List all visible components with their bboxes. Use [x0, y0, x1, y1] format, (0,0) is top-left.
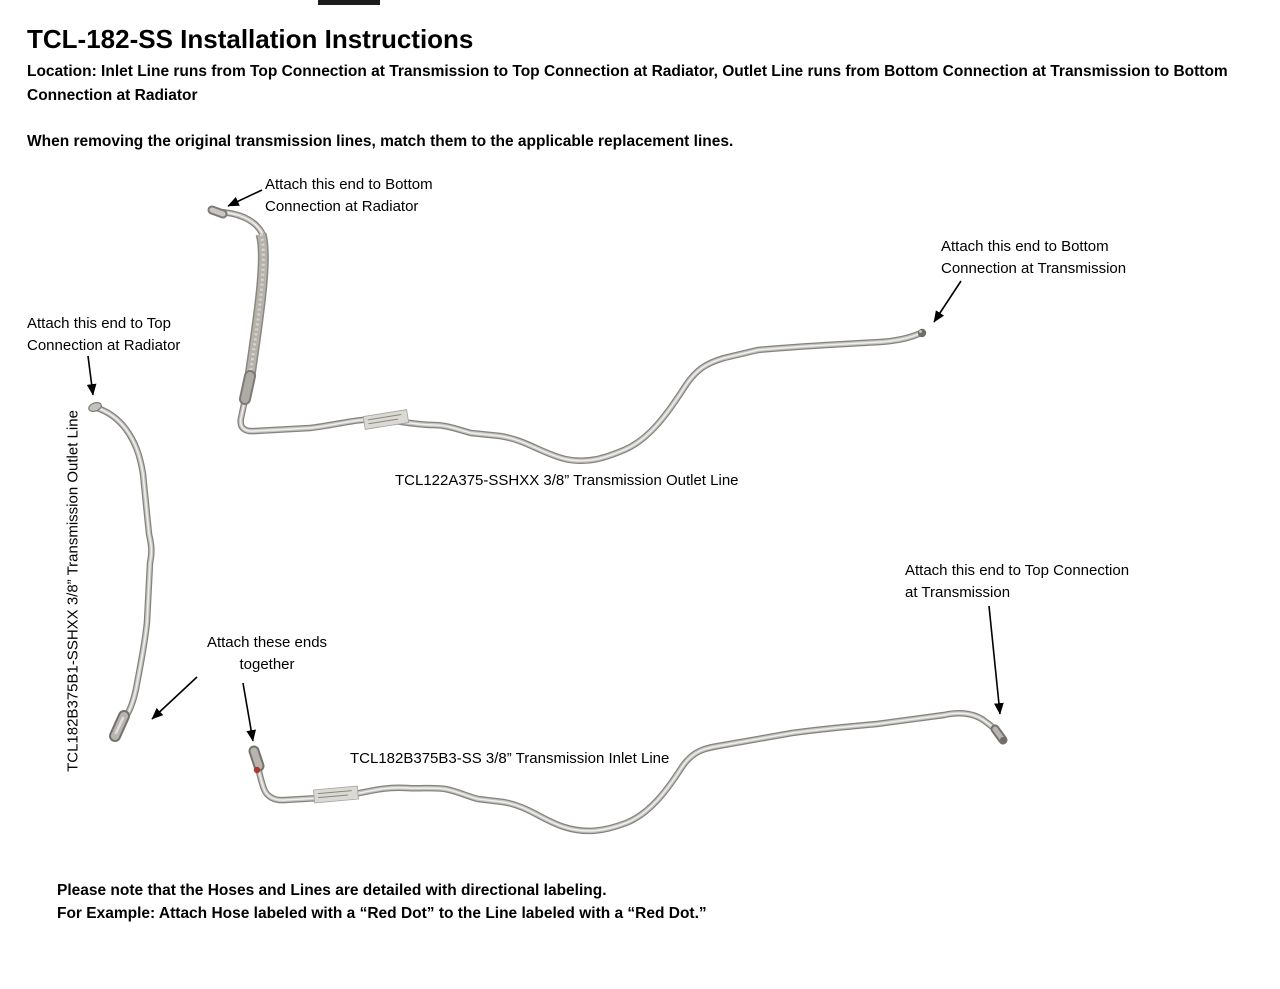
callout-arrows	[86, 189, 1004, 742]
red-dot-marker	[253, 766, 261, 774]
callout-line: Connection at Radiator	[265, 198, 419, 215]
inlet-line-tube	[257, 713, 999, 831]
inlet-line-label: TCL182B375B3-SS 3/8” Transmission Inlet …	[350, 750, 670, 767]
callout-line: together	[239, 656, 295, 673]
directional-labeling-notes: Please note that the Hoses and Lines are…	[57, 879, 707, 925]
callout-ends-together: Attach these ends together	[201, 632, 333, 676]
outlet-line-vertical-tube	[88, 402, 152, 719]
callout-line: Attach this end to Bottom	[265, 176, 433, 193]
callout-top-radiator: Attach this end to Top Connection at Rad…	[27, 313, 180, 357]
location-text: Location: Inlet Line runs from Top Conne…	[27, 63, 1228, 104]
inlet-line-right-fitting	[990, 724, 1008, 745]
page-title: TCL-182-SS Installation Instructions	[27, 24, 474, 54]
callout-line: Attach this end to Bottom	[941, 238, 1109, 255]
arrow-top-transmission	[988, 605, 1004, 715]
radiator-bottom-fitting	[207, 205, 228, 219]
callout-line: Connection at Radiator	[27, 337, 181, 354]
callout-line: Attach these ends	[206, 634, 328, 651]
callout-line: Connection at Transmission	[941, 260, 1127, 277]
callout-bottom-transmission: Attach this end to Bottom Connection at …	[941, 236, 1126, 280]
inlet-line-left-fitting	[248, 745, 265, 774]
callout-bottom-radiator: Attach this end to Bottom Connection at …	[265, 174, 433, 218]
braided-hose-section	[239, 232, 269, 405]
arrow-bottom-radiator	[227, 189, 263, 207]
part-tag-outlet	[362, 409, 410, 430]
scan-artifact	[318, 0, 380, 5]
note-line: Please note that the Hoses and Lines are…	[57, 882, 607, 899]
callout-line: at Transmission	[905, 584, 1011, 601]
arrow-bottom-transmission	[933, 280, 962, 323]
arrow-top-radiator	[86, 355, 97, 396]
arrow-ends-together-right	[242, 682, 256, 742]
removal-instruction: When removing the original transmission …	[27, 133, 734, 150]
transmission-bottom-fitting	[917, 328, 927, 338]
callout-line: Attach this end to Top	[27, 315, 171, 332]
arrow-ends-together-left	[151, 676, 198, 720]
outlet-line-main-tube	[216, 212, 921, 461]
note-line: For Example: Attach Hose labeled with a …	[57, 905, 707, 922]
part-tag-inlet	[313, 785, 359, 804]
outlet-line-label: TCL122A375-SSHXX 3/8” Transmission Outle…	[395, 472, 739, 489]
callout-top-transmission: Attach this end to Top Connection at Tra…	[905, 560, 1129, 604]
outlet-vertical-line-label: TCL182B375B1-SSHXX 3/8” Transmission Out…	[64, 410, 82, 772]
vertical-line-end-fitting	[109, 710, 130, 742]
callout-line: Attach this end to Top Connection	[905, 562, 1130, 579]
